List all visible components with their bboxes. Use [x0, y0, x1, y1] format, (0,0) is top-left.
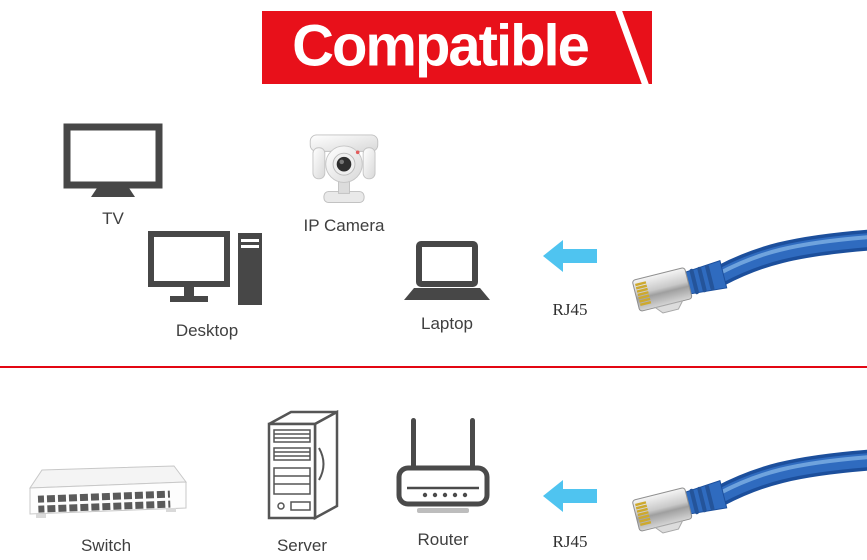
device-desktop: Desktop	[146, 231, 268, 341]
rj45-label: RJ45	[552, 532, 588, 551]
rj45-cable-image	[632, 229, 867, 314]
rj45-label: RJ45	[552, 300, 588, 319]
left-arrow-icon	[543, 240, 597, 272]
tv-icon	[63, 123, 163, 197]
router-icon	[396, 418, 490, 513]
device-label: Laptop	[421, 314, 473, 333]
device-label: Switch	[80, 536, 132, 555]
desktop-icon	[148, 231, 262, 305]
banner-title: Compatible	[292, 12, 590, 78]
device-laptop: Laptop	[403, 241, 491, 334]
ip-camera-icon	[309, 134, 379, 203]
banner-diagonal-slash	[612, 11, 652, 84]
switch-icon	[28, 465, 187, 518]
laptop-icon	[404, 241, 490, 300]
device-label: Desktop	[175, 321, 239, 340]
left-arrow-icon	[543, 480, 597, 512]
device-tv: TV	[58, 123, 168, 229]
device-label: IP Camera	[303, 216, 385, 235]
divider-line	[0, 366, 867, 368]
device-label: Server	[276, 536, 328, 555]
device-router: Router	[394, 416, 492, 550]
device-server: Server	[258, 410, 346, 556]
device-label: Router	[417, 530, 469, 549]
device-switch: Switch	[22, 452, 190, 556]
server-icon	[267, 410, 339, 521]
banner: Compatible	[262, 11, 652, 84]
rj45-cable-image	[632, 449, 867, 534]
device-ip-camera: IP Camera	[298, 124, 390, 236]
device-label: TV	[102, 209, 124, 228]
